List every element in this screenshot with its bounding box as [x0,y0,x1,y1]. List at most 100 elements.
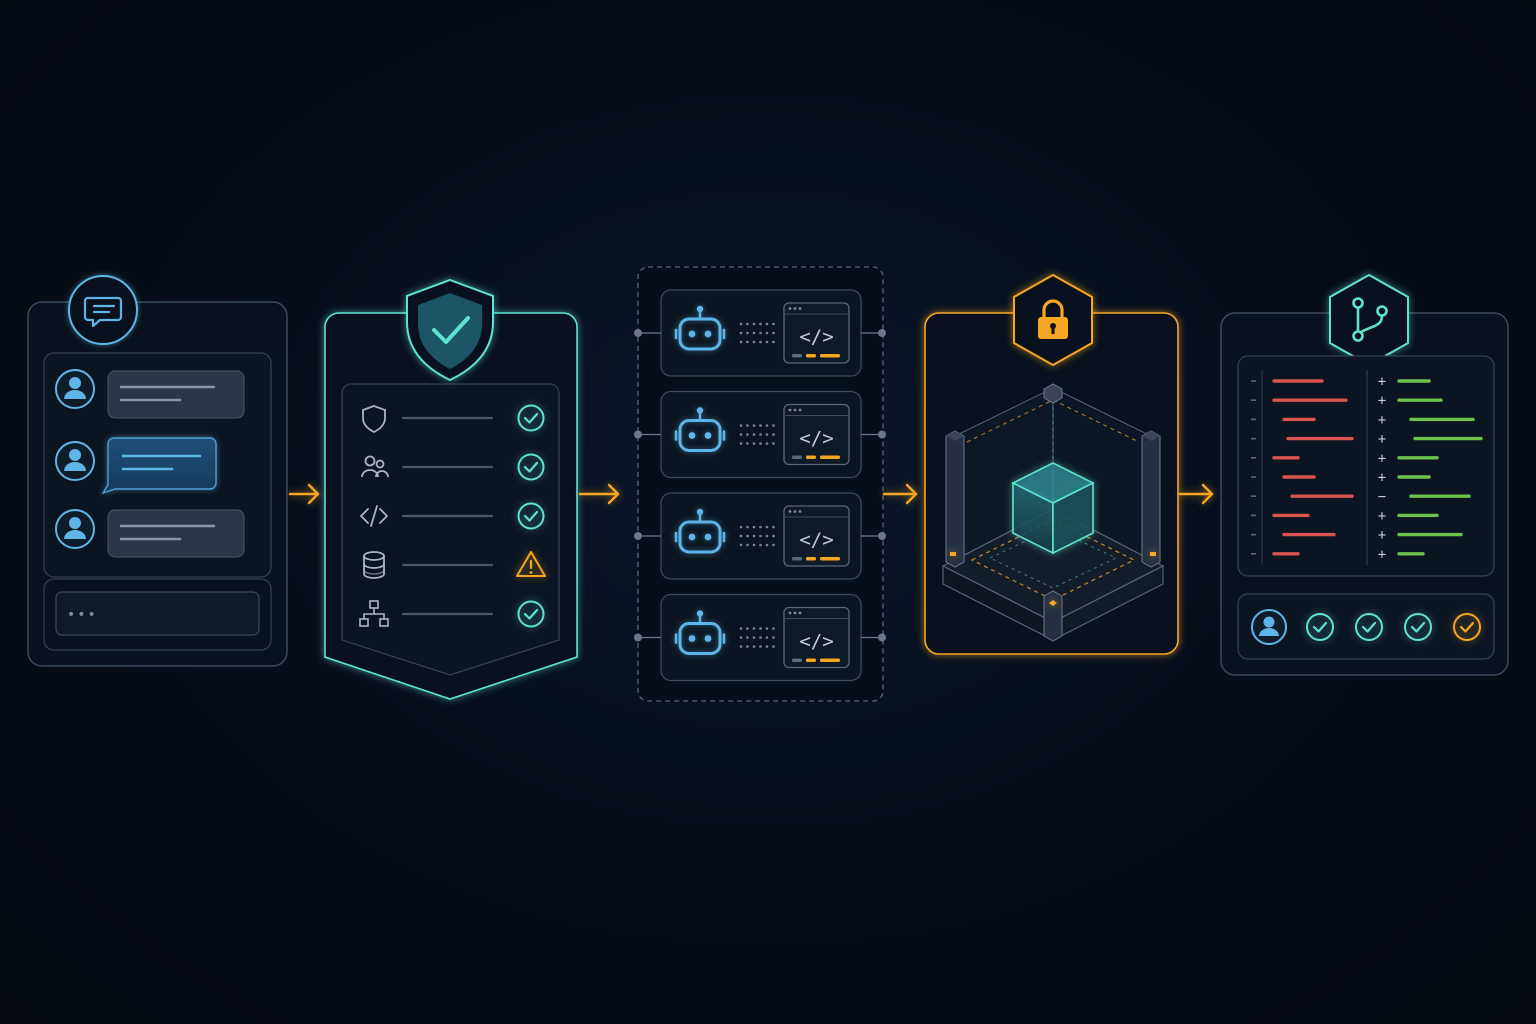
connector-node [878,329,886,337]
robot-icon [674,407,726,452]
connector-node [878,430,886,439]
data-stream-dots [739,322,775,344]
code-glyph: </> [799,428,833,450]
agent-row: </> [634,289,886,377]
code-glyph: </> [799,326,833,348]
connector-node [878,532,886,540]
diff-marker: − [1378,489,1386,505]
stage-chat: ••• [27,275,288,667]
stage-policy-check [324,278,578,700]
check-circle-icon [517,600,545,628]
code-glyph: </> [799,631,833,653]
users-icon [361,455,389,478]
message-bubble-active [101,437,217,495]
robot-icon [674,305,726,351]
diff-marker: + [1378,393,1386,409]
chat-badge [68,275,138,345]
diff-line: + [1251,508,1439,524]
agent-row: </> [634,593,886,682]
avatar [55,369,95,409]
workload-cube-icon [1011,462,1095,555]
check-circle-icon [517,453,545,481]
agent-row: </> [634,390,886,479]
connector-node [634,633,642,642]
chat-input[interactable] [55,591,260,636]
warning-icon [516,551,546,577]
flow-arrow-2 [578,483,620,505]
code-window: </> [783,403,850,466]
chat-input-placeholder: ••• [67,607,98,623]
agent-row: </> [634,492,886,580]
data-stream-dots [739,525,775,547]
hierarchy-icon [359,600,389,627]
policy-check-row [359,600,545,628]
chat-message-2 [55,437,217,495]
policy-check-row [361,453,545,481]
database-icon [363,551,385,579]
approved-check-icon [1355,613,1383,641]
agent-list: </> </> </> </> [634,289,886,682]
shield-check-icon [406,278,494,382]
policy-check-list [359,404,546,628]
reviewer-avatar [1251,609,1287,645]
shield-icon [362,405,386,434]
diff-marker: + [1378,374,1386,390]
code-icon [360,505,388,527]
robot-icon [674,508,726,554]
stage-sandbox [924,273,1179,655]
chat-message-3 [55,509,245,558]
diff-line: + [1251,412,1475,428]
diff-marker: + [1378,451,1386,467]
chat-message-1 [55,369,245,419]
padlock-icon [1013,273,1093,367]
stage-agents: </> </> </> </> [634,266,886,702]
chat-input-frame [43,578,272,651]
flow-arrow-1 [288,483,320,505]
diff-line: + [1251,470,1431,486]
flow-arrow-3 [882,483,918,505]
check-circle-icon [517,502,545,530]
message-bubble [107,370,245,419]
diff-line: + [1251,451,1439,467]
approvals-bar [1237,593,1495,660]
robot-icon [674,610,726,655]
stage-review: + + + + + + − + + + [1220,273,1509,676]
diff-marker: + [1378,547,1386,563]
avatar [55,441,95,481]
code-glyph: </> [799,529,833,551]
data-stream-dots [739,424,775,445]
diff-marker: + [1378,470,1386,486]
flow-arrow-4 [1178,483,1214,505]
diff-line: − [1251,489,1471,505]
avatar [55,509,95,549]
code-window: </> [783,606,850,669]
policy-inner-panel [341,383,560,676]
approved-check-icon [1306,613,1334,641]
connector-node [634,329,642,337]
diff-line: + [1251,374,1431,390]
policy-check-row [362,404,545,434]
connector-node [878,633,886,642]
diff-line: + [1251,393,1443,409]
diff-panel [1237,355,1495,577]
connector-node [634,532,642,540]
diff-marker: + [1378,412,1386,428]
sandbox-enclosure [941,383,1165,642]
diff-lines: + + + + + + − + + + [1251,374,1483,563]
diff-marker: + [1378,508,1386,524]
diff-line: + [1251,432,1483,448]
diff-marker: + [1378,528,1386,544]
approval-checks [1306,613,1481,641]
diff-line: + [1251,547,1425,563]
chat-bubble-icon [83,296,123,328]
code-window: </> [783,302,850,364]
approved-check-icon [1404,613,1432,641]
data-stream-dots [739,627,775,648]
policy-check-row [363,551,546,579]
pending-check-icon [1453,613,1481,641]
connector-node [634,430,642,439]
policy-check-row [360,502,545,530]
diff-line: + [1251,528,1463,544]
diff-marker: + [1378,432,1386,448]
